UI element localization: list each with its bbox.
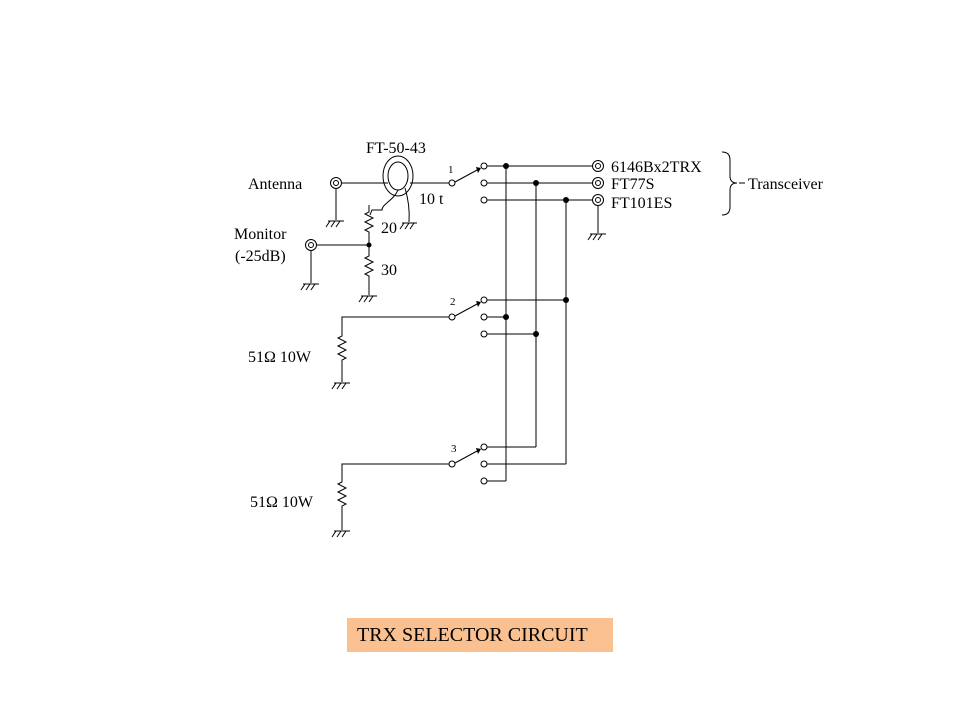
- bus-wiring: [487, 165, 593, 482]
- dummy-load-3-circuit: [331, 463, 449, 538]
- monitor-connector: [305, 239, 372, 251]
- monitor-label: Monitor: [234, 226, 287, 243]
- transceiver-label: Transceiver: [748, 176, 824, 193]
- transceiver-brace: [721, 151, 738, 216]
- toroid-transformer: [369, 155, 417, 230]
- monitor-ground-symbol: [300, 251, 319, 291]
- selector-switch-1: [448, 162, 488, 204]
- resistor-30: [363, 245, 375, 295]
- caption-title: TRX SELECTOR CIRCUIT: [347, 618, 613, 652]
- output-label-2: FT77S: [611, 176, 655, 193]
- monitor-level-label: (-25dB): [235, 248, 286, 265]
- output-connectors: [592, 160, 604, 206]
- resistor-20: [363, 205, 375, 245]
- dummy-load-2-label: 51Ω 10W: [250, 494, 314, 511]
- switch-3-number: 3: [451, 443, 457, 455]
- dummy-load-1-label: 51Ω 10W: [248, 349, 312, 366]
- dummy-load-2-circuit: [331, 316, 449, 390]
- turns-label: 10 t: [419, 191, 444, 208]
- switch-1-number: 1: [448, 164, 454, 176]
- output-label-1: 6146Bx2TRX: [611, 159, 702, 176]
- output-label-3: FT101ES: [611, 195, 672, 212]
- core-label: FT-50-43: [366, 140, 426, 157]
- resistor-20-label: 20: [381, 220, 397, 237]
- antenna-label: Antenna: [248, 176, 302, 193]
- resistor-30-label: 30: [381, 262, 397, 279]
- divider-ground-symbol: [358, 295, 377, 303]
- output-ground-symbol: [587, 206, 606, 241]
- antenna-ground-symbol: [325, 189, 344, 228]
- junction-dots: [503, 163, 569, 337]
- antenna-connector: [330, 177, 342, 189]
- switch-2-number: 2: [450, 296, 456, 308]
